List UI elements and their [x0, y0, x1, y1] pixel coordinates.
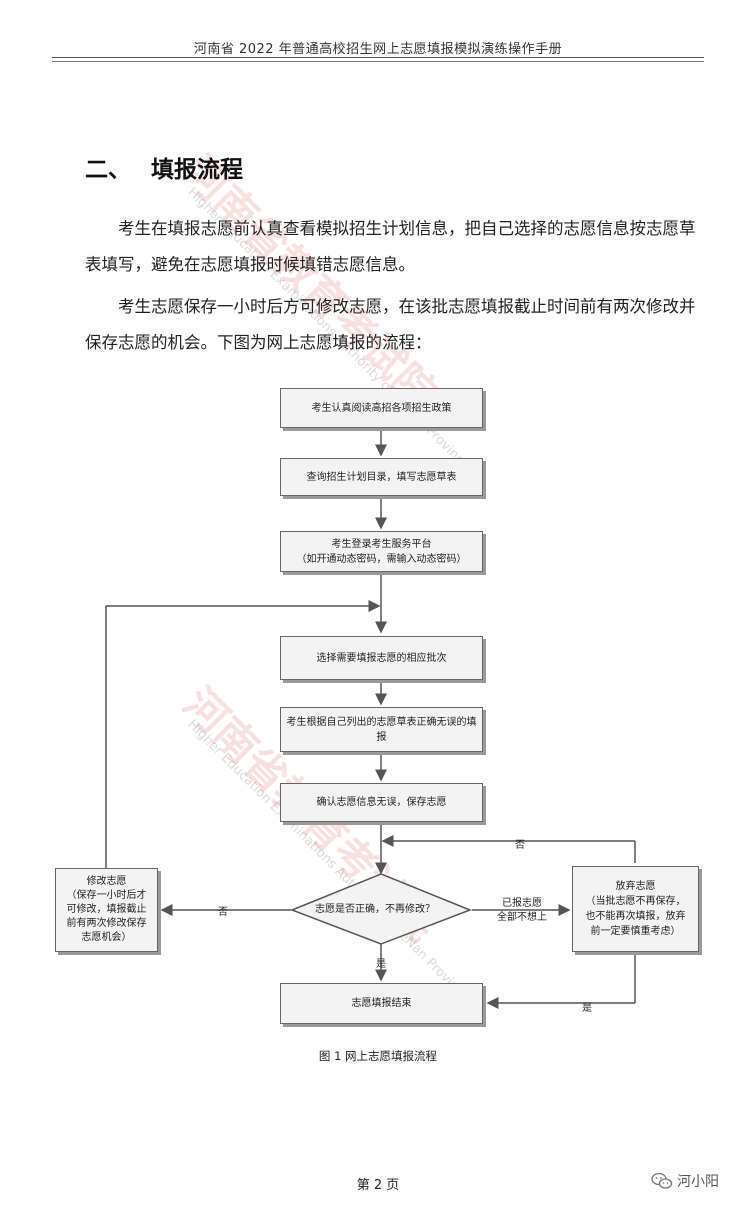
section-heading: 二、填报流程 — [85, 150, 243, 184]
section-title: 填报流程 — [151, 157, 243, 183]
step-fill-in: 考生根据自己列出的志愿草表正确无误的填报 — [280, 707, 483, 752]
step-select-batch: 选择需要填报志愿的相应批次 — [280, 636, 483, 680]
logo-text: 河小阳 — [677, 1174, 719, 1190]
decision-diamond — [289, 873, 473, 945]
step-query-plan: 查询招生计划目录，填写志愿草表 — [280, 458, 483, 496]
step-end: 志愿填报结束 — [280, 983, 483, 1024]
figure-caption: 图 1 网上志愿填报流程 — [318, 1049, 438, 1063]
body-paragraph: 考生在填报志愿前认真查看模拟招生计划信息，把自己选择的志愿信息按志愿草表填写，避… — [85, 219, 696, 274]
page-number: 第 2 页 — [356, 1178, 400, 1193]
step-read-policy: 考生认真阅读高招各项招生政策 — [280, 388, 483, 428]
abandon-box: 放弃志愿 （当批志愿不再保存， 也不能再次填报，放弃 前一定要慎重考虑） — [572, 866, 699, 952]
step-login: 考生登录考生服务平台 （如开通动态密码，需输入动态密码） — [280, 531, 483, 572]
account-logo: 河小阳 — [651, 1171, 719, 1191]
header-divider-thin — [52, 61, 704, 62]
edge-label-no: 否 — [515, 840, 525, 851]
edge-label-no: 否 — [218, 907, 228, 918]
edge-label-yes: 是 — [376, 959, 386, 970]
modify-box: 修改志愿 （保存一小时后才 可修改，填报截止 前有两次修改保存 志愿机会） — [55, 868, 158, 952]
header-title: 河南省 2022 年普通高校招生网上志愿填报模拟演练操作手册 — [193, 42, 563, 57]
step-confirm-save: 确认志愿信息无误，保存志愿 — [280, 783, 483, 822]
wechat-icon — [651, 1172, 673, 1189]
edge-label-submitted: 已报志愿 全部不想上 — [497, 898, 547, 923]
edge-label-yes: 是 — [582, 1003, 592, 1014]
decision-text: 志愿是否正确，不再修改？ — [315, 904, 435, 915]
header-divider — [52, 57, 704, 58]
section-number: 二、 — [85, 157, 131, 183]
body-paragraph: 考生志愿保存一小时后方可修改志愿，在该批志愿填报截止时间前有两次修改并保存志愿的… — [85, 297, 696, 352]
